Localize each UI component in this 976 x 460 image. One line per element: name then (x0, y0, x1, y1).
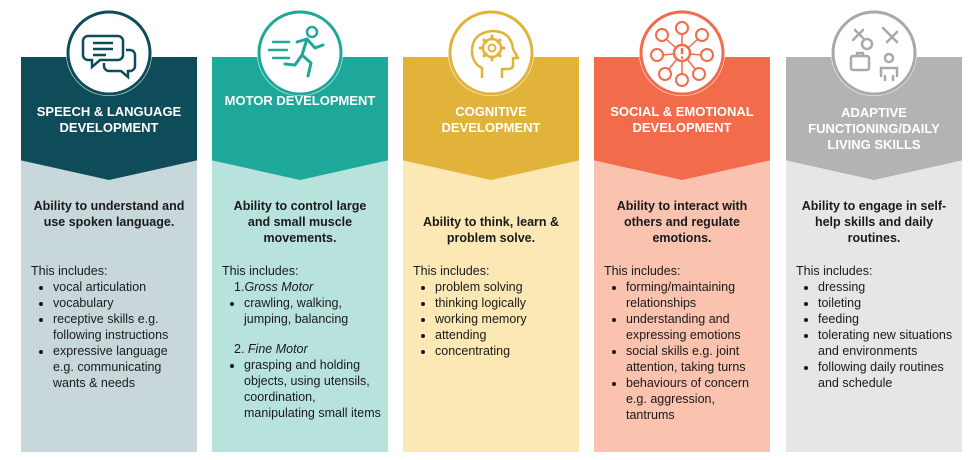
column-lead: Ability to think, learn & problem solve. (422, 215, 560, 245)
column-adaptive: ADAPTIVE FUNCTIONING/DAILY LIVING SKILLS… (786, 0, 962, 460)
list-item: vocabulary (53, 295, 191, 311)
daily-living-icon (831, 10, 917, 96)
running-person-icon (257, 10, 343, 96)
column-motor: MOTOR DEVELOPMENT Ability to control lar… (212, 0, 388, 460)
list-item: grasping and holding objects, using uten… (244, 357, 382, 421)
includes-label: This includes: (413, 264, 490, 278)
includes-section: This includes: forming/maintaining relat… (604, 263, 764, 423)
body-adaptive: Ability to engage in self-help skills an… (786, 160, 962, 452)
list-item: concentrating (435, 343, 573, 359)
gross-motor-number: 1. (234, 280, 245, 294)
list-item: forming/maintaining relationships (626, 279, 764, 311)
list-item: dressing (818, 279, 956, 295)
includes-section: This includes: problem solving thinking … (413, 263, 573, 359)
fine-motor-text: Fine Motor (247, 342, 308, 356)
list-item: tolerating new situations and environmen… (818, 327, 956, 359)
column-title: ADAPTIVE FUNCTIONING/DAILY LIVING SKILLS (808, 104, 940, 152)
list-item: following daily routines and schedule (818, 359, 956, 391)
fine-motor-label: 2. Fine Motor (222, 341, 382, 357)
emotions-network-icon (639, 10, 725, 96)
column-lead: Ability to interact with others and regu… (616, 199, 748, 245)
includes-list: problem solving thinking logically worki… (413, 279, 573, 359)
includes-label: This includes: (604, 264, 681, 278)
column-cognitive: COGNITIVE DEVELOPMENT Ability to think, … (403, 0, 579, 460)
speech-bubbles-icon (66, 10, 152, 96)
list-item: social skills e.g. joint attention, taki… (626, 343, 764, 375)
includes-section: This includes: 1.Gross Motor crawling, w… (222, 263, 382, 421)
column-title: MOTOR DEVELOPMENT (224, 92, 376, 108)
gross-motor-label: 1.Gross Motor (222, 279, 382, 295)
list-item: toileting (818, 295, 956, 311)
body-social-emotional: Ability to interact with others and regu… (594, 160, 770, 452)
includes-list: dressing toileting feeding tolerating ne… (796, 279, 956, 391)
list-item: understanding and expressing emotions (626, 311, 764, 343)
column-lead: Ability to understand and use spoken lan… (33, 199, 185, 229)
column-social-emotional: SOCIAL & EMOTIONAL DEVELOPMENT Ability t… (594, 0, 770, 460)
fine-motor-number: 2. (234, 342, 245, 356)
column-speech-language: SPEECH & LANGUAGE DEVELOPMENT Ability to… (21, 0, 197, 460)
includes-label: This includes: (796, 264, 873, 278)
list-item: crawling, walking, jumping, balancing (244, 295, 382, 327)
column-title: SPEECH & LANGUAGE DEVELOPMENT (36, 103, 182, 135)
includes-label: This includes: (222, 264, 299, 278)
body-speech-language: Ability to understand and use spoken lan… (21, 160, 197, 452)
body-cognitive: Ability to think, learn & problem solve.… (403, 160, 579, 452)
list-item: vocal articulation (53, 279, 191, 295)
list-item: attending (435, 327, 573, 343)
column-lead: Ability to engage in self-help skills an… (801, 199, 947, 245)
spacer (222, 327, 382, 341)
column-lead: Ability to control large and small muscl… (233, 199, 367, 245)
list-item: behaviours of concern e.g. aggression, t… (626, 375, 764, 423)
gross-motor-list: crawling, walking, jumping, balancing (222, 295, 382, 327)
includes-section: This includes: dressing toileting feedin… (796, 263, 956, 391)
body-motor: Ability to control large and small muscl… (212, 160, 388, 452)
list-item: working memory (435, 311, 573, 327)
includes-list: vocal articulation vocabulary receptive … (31, 279, 191, 391)
head-gear-icon (448, 10, 534, 96)
column-title: COGNITIVE DEVELOPMENT (441, 103, 541, 135)
list-item: thinking logically (435, 295, 573, 311)
includes-list: forming/maintaining relationships unders… (604, 279, 764, 423)
column-title: SOCIAL & EMOTIONAL DEVELOPMENT (610, 103, 754, 135)
gross-motor-text: Gross Motor (244, 280, 314, 294)
list-item: receptive skills e.g. following instruct… (53, 311, 191, 343)
list-item: problem solving (435, 279, 573, 295)
list-item: feeding (818, 311, 956, 327)
fine-motor-list: grasping and holding objects, using uten… (222, 357, 382, 421)
header-adaptive: ADAPTIVE FUNCTIONING/DAILY LIVING SKILLS (786, 57, 962, 180)
includes-label: This includes: (31, 264, 108, 278)
list-item: expressive language e.g. communicating w… (53, 343, 191, 391)
includes-section: This includes: vocal articulation vocabu… (31, 263, 191, 391)
